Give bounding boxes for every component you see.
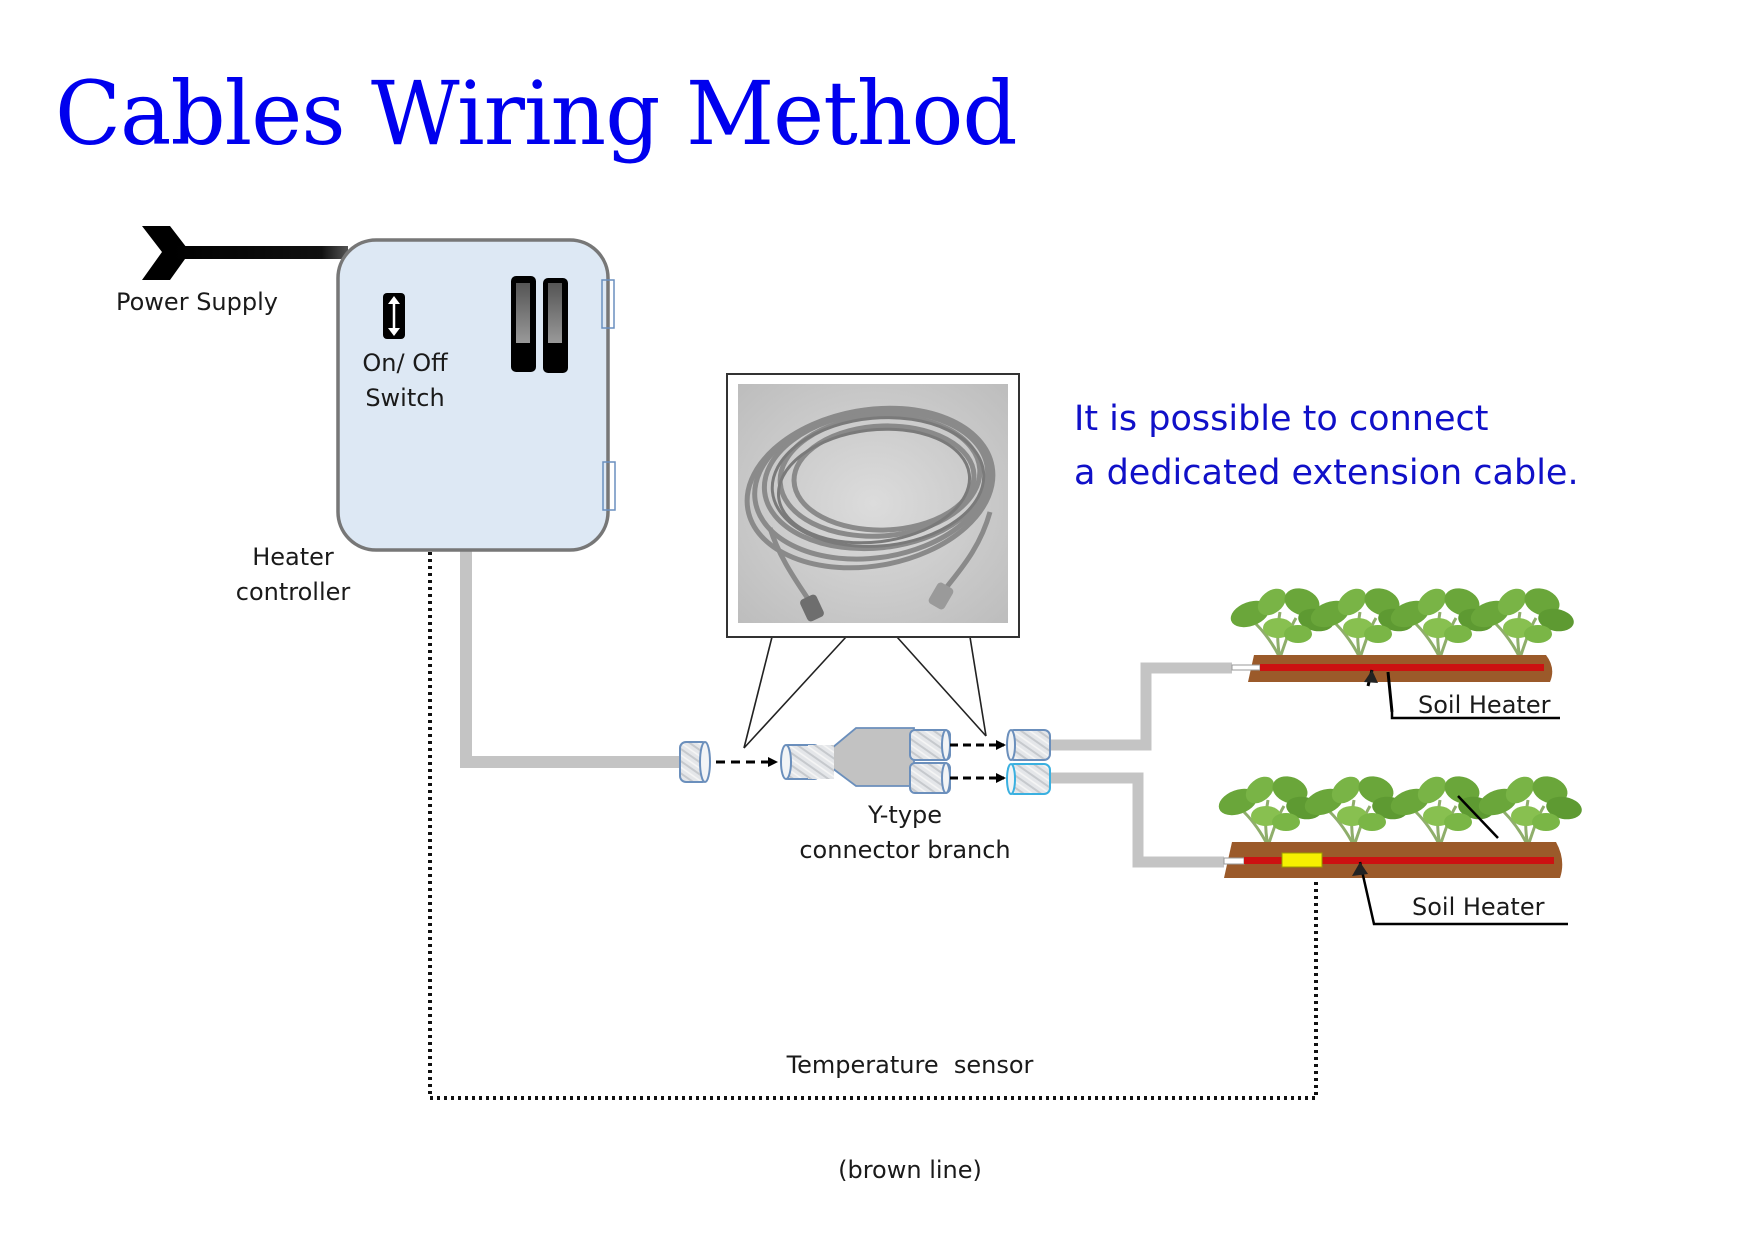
power-supply-label: Power Supply (116, 288, 278, 316)
temperature-sensor-label: Temperature sensor (brown line) (760, 978, 1060, 1240)
temperature-sensor-label-line1: Temperature sensor (786, 1051, 1034, 1079)
soil-heater-bed-lower (1213, 769, 1586, 926)
extension-cable-photo (726, 373, 1020, 638)
extension-cable-note-line1: It is possible to connect (1074, 399, 1489, 439)
cable-to-lower-heater (1046, 772, 1224, 868)
soil-heater-bed-upper (1225, 581, 1578, 720)
power-plug-icon (142, 226, 348, 280)
plants-lower (1213, 769, 1586, 848)
temperature-sensor-line (428, 552, 1318, 1100)
main-cable (460, 548, 684, 768)
y-connector-branch (780, 727, 951, 794)
y-type-connector-label: Y-type connector branch (770, 798, 1040, 868)
extension-cable-note-line2: a dedicated extension cable. (1074, 453, 1579, 493)
hinge-bottom (602, 461, 616, 511)
cable-to-upper-heater (1046, 662, 1232, 751)
heater-controller-label: Heater controller (228, 540, 358, 610)
heater-controller (336, 238, 616, 552)
temperature-sensor-icon (1281, 852, 1323, 868)
heater-controller-label-line1: Heater (252, 543, 334, 571)
plants-upper (1225, 581, 1578, 660)
on-off-switch-label-line1: On/ Off (362, 349, 448, 377)
soil-heater-label-lower: Soil Heater (1412, 893, 1545, 921)
page-title: Cables Wiring Method (55, 62, 1018, 165)
cable-end-connector (679, 741, 711, 783)
toggle-switch-icon[interactable] (383, 293, 405, 339)
extension-cable-note: It is possible to connect a dedicated ex… (1074, 392, 1579, 500)
soil-heater-label-upper: Soil Heater (1418, 691, 1551, 719)
output-connector-upper (1006, 729, 1051, 761)
output-connector-lower (1006, 763, 1051, 795)
temperature-sensor-label-line2: (brown line) (838, 1156, 982, 1184)
y-type-connector-label-line1: Y-type (867, 801, 943, 829)
hinge-top (601, 279, 615, 329)
circuit-breaker-icon (511, 276, 568, 373)
heater-controller-label-line2: controller (235, 578, 351, 606)
on-off-switch-label: On/ Off Switch (355, 346, 455, 416)
on-off-switch-label-line2: Switch (365, 384, 445, 412)
y-type-connector-label-line2: connector branch (799, 836, 1011, 864)
callout-lines (743, 636, 987, 749)
